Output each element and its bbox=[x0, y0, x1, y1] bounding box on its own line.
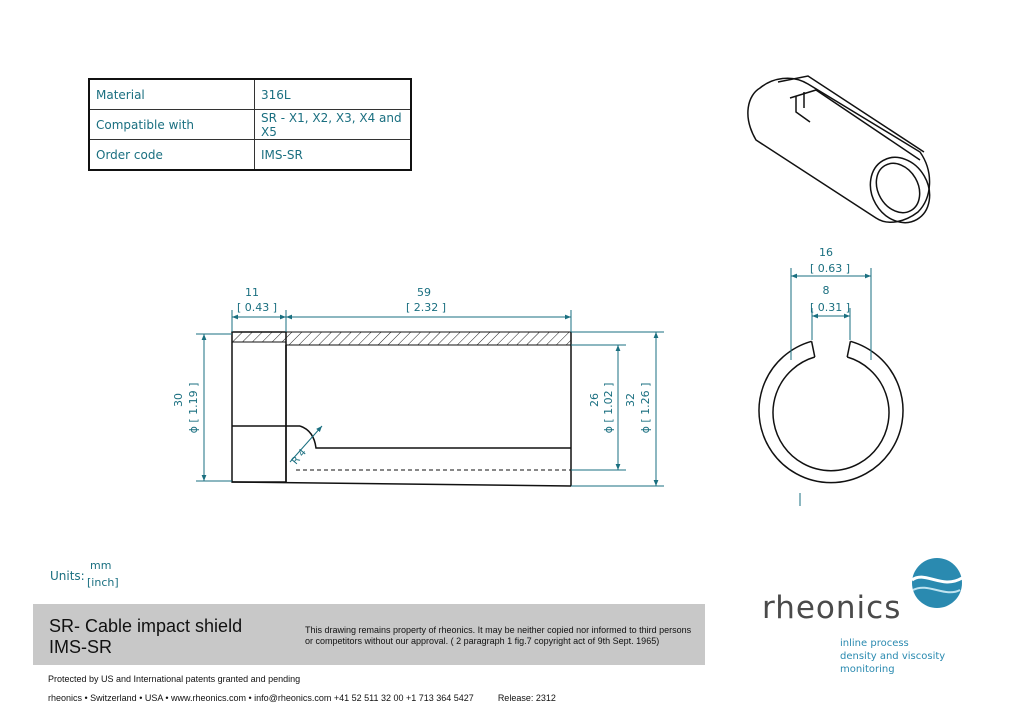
tagline-line: monitoring bbox=[840, 664, 895, 675]
rheonics-logo-mark bbox=[911, 558, 963, 608]
dim-id-in: ϕ [ 1.02 ] bbox=[602, 383, 615, 434]
dim-od-right-mm: 32 bbox=[624, 393, 637, 407]
rheonics-logo-text: rheonics bbox=[762, 590, 902, 626]
contact-line: rheonics • Switzerland • USA • www.rheon… bbox=[48, 693, 556, 703]
units-mm: mm bbox=[90, 559, 112, 572]
dim-od-left-mm: 30 bbox=[172, 393, 185, 407]
tagline-line: inline process bbox=[840, 638, 909, 649]
end-view-dimensions bbox=[790, 268, 872, 506]
spec-value: SR - X1, X2, X3, X4 and X5 bbox=[254, 109, 412, 140]
section-dimensions bbox=[196, 310, 664, 487]
spec-key: Compatible with bbox=[88, 109, 255, 140]
tagline-line: density and viscosity bbox=[840, 651, 946, 662]
dim-slot-in: [ 0.31 ] bbox=[810, 301, 850, 314]
section-view bbox=[231, 331, 572, 487]
end-view bbox=[758, 340, 904, 484]
dim-main-mm: 59 bbox=[417, 286, 431, 299]
units-label: Units: bbox=[50, 569, 85, 583]
spec-table: Material 316L Compatible with SR - X1, X… bbox=[88, 78, 412, 171]
dim-left-mm: 11 bbox=[245, 286, 259, 299]
spec-row-compatible: Compatible with SR - X1, X2, X3, X4 and … bbox=[88, 109, 412, 140]
patent-notice: Protected by US and International patent… bbox=[48, 674, 301, 684]
spec-key: Order code bbox=[88, 139, 255, 171]
units-inch: [inch] bbox=[87, 576, 119, 589]
dim-od-right-in: ϕ [ 1.26 ] bbox=[639, 383, 652, 434]
spec-row-material: Material 316L bbox=[88, 78, 412, 110]
release-number: Release: 2312 bbox=[497, 693, 556, 703]
dim-id-mm: 26 bbox=[588, 393, 601, 407]
drawing-code: IMS-SR bbox=[49, 637, 112, 657]
dim-radius: R 4 bbox=[290, 447, 309, 467]
copyright-notice: This drawing remains property of rheonic… bbox=[305, 625, 692, 646]
logo-tagline: inline process density and viscosity mon… bbox=[840, 637, 945, 676]
dim-slot-mm: 8 bbox=[823, 284, 830, 297]
dim-od-left-in: ϕ [ 1.19 ] bbox=[187, 383, 200, 434]
end-view-dim-labels: 16 [ 0.63 ] 8 [ 0.31 ] bbox=[810, 246, 850, 314]
spec-value: IMS-SR bbox=[254, 139, 412, 171]
dim-top-width-mm: 16 bbox=[819, 246, 833, 259]
contact-info: rheonics • Switzerland • USA • www.rheon… bbox=[48, 693, 474, 703]
dim-left-in: [ 0.43 ] bbox=[237, 301, 277, 314]
section-dim-labels: 11 [ 0.43 ] 59 [ 2.32 ] 30 ϕ [ 1.19 ] 26… bbox=[172, 286, 652, 467]
title-block: SR- Cable impact shield IMS-SR This draw… bbox=[33, 604, 705, 665]
isometric-view bbox=[747, 75, 931, 224]
spec-value: 316L bbox=[254, 78, 412, 110]
dim-main-in: [ 2.32 ] bbox=[406, 301, 446, 314]
spec-row-order-code: Order code IMS-SR bbox=[88, 139, 412, 171]
drawing-title: SR- Cable impact shield bbox=[49, 616, 243, 636]
dim-top-width-in: [ 0.63 ] bbox=[810, 262, 850, 275]
